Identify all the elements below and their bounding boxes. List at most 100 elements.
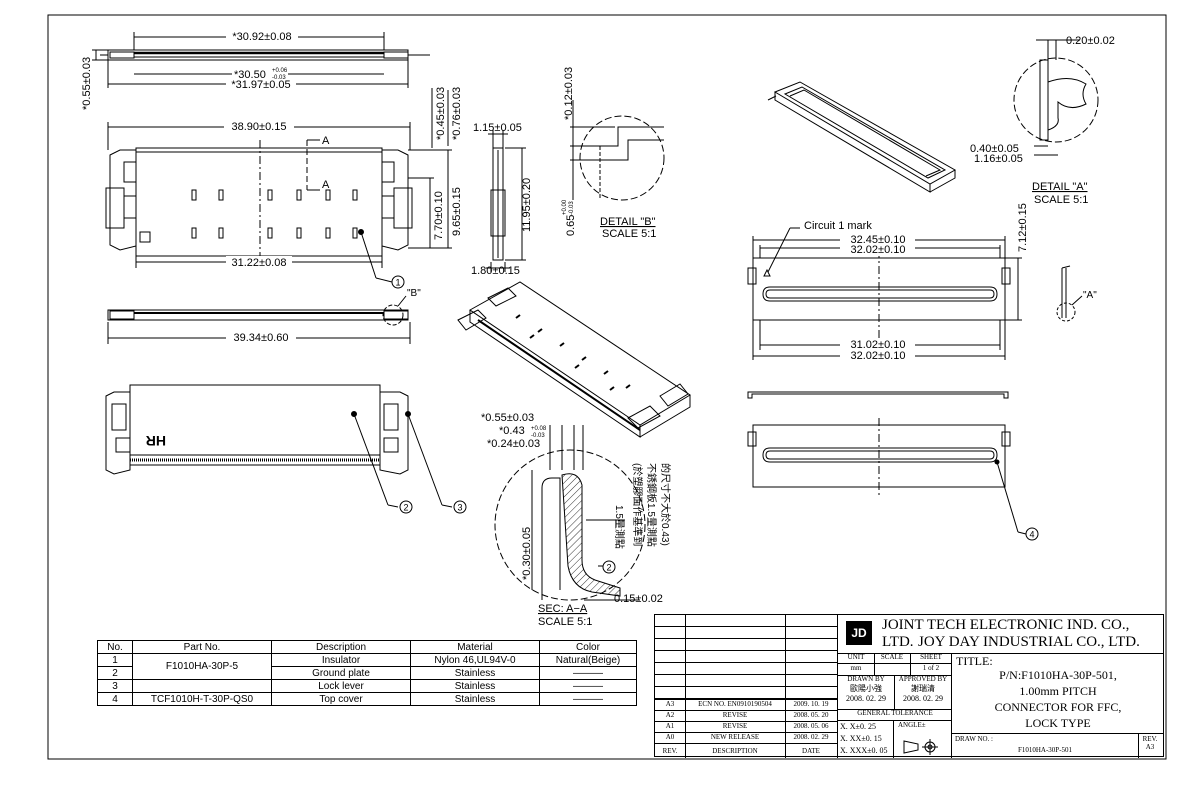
dim-right-w1: 32.45±0.10 — [851, 234, 906, 246]
drawn-by-label: DRAWN BY — [847, 675, 885, 683]
dim-sec-t1: *0.55±0.03 — [481, 412, 534, 424]
title-label: TITLE: — [956, 654, 993, 668]
approved-by-name: 謝瑞清 — [911, 684, 935, 693]
balloon-4 — [1025, 527, 1039, 541]
dim-bottom-length: 39.34±0.60 — [234, 332, 289, 344]
dim-front-h2: 9.65±0.15 — [451, 187, 463, 236]
projection-symbol-icon — [903, 739, 938, 755]
rev-cell: ECN NO. EN0910190504 — [698, 700, 772, 708]
unit-value: mm — [850, 664, 862, 672]
rev-col-desc: DESCRIPTION — [712, 747, 758, 755]
cn-note-3: 不銹鋼板1.5量測點 — [645, 463, 658, 547]
cn-note-4: 的尺寸不大於0.43) — [659, 463, 672, 546]
bom-col-material: Material — [410, 640, 540, 654]
table-row: 1 F1010HA-30P-5 Insulator Nylon 46,UL94V… — [97, 653, 637, 680]
rev-col-rev: REV. — [662, 747, 678, 755]
dim-side-w-bottom: 1.80±0.15 — [471, 265, 520, 277]
bom-cell: 4 — [97, 692, 133, 706]
dim-detail-a-2: 1.16±0.05 — [974, 153, 1023, 165]
label-section-a2: A — [322, 179, 330, 191]
dim-detail-a-1: 0.40±0.05 — [970, 143, 1019, 155]
dim-front-width: 38.90±0.15 — [232, 121, 287, 133]
dim-top-height: *0.55±0.03 — [81, 57, 93, 110]
balloon-2 — [399, 500, 413, 514]
dim-side-h: 11.95±0.20 — [521, 178, 533, 232]
sheet-border — [47, 14, 1167, 760]
bom-cell: 1 — [97, 653, 133, 667]
company-name-1: JOINT TECH ELECTRONIC IND. CO., LTD. — [882, 617, 1130, 650]
bom-col-desc: Description — [271, 640, 411, 654]
dim-top-length: *30.92±0.08 — [232, 31, 291, 43]
bom-col-no: No. — [97, 640, 133, 654]
bom-cell: TCF1010H-T-30P-QS0 — [132, 692, 272, 706]
rev-cell: 2008. 05. 06 — [793, 722, 829, 730]
balloon-2b-label: 2 — [606, 563, 611, 573]
bom-table: No. Part No. Description Material Color … — [97, 640, 637, 706]
bom-cell: 3 — [97, 679, 133, 693]
bom-cell: Stainless — [410, 666, 540, 680]
drawn-by-name: 歐陽小強 — [850, 684, 882, 693]
dim-detail-b-h2-tol-minus: -0.03 — [569, 201, 575, 215]
rev-value: A3 — [1145, 743, 1155, 751]
dim-right-h: 7.12±0.15 — [1017, 203, 1029, 252]
bom-cell: ——— — [539, 692, 637, 706]
bom-cell: Stainless — [410, 679, 540, 693]
cover-bottom-view — [747, 418, 1027, 535]
title-line-4: LOCK TYPE — [1025, 716, 1091, 730]
draw-no-value: F1010HA-30P-501 — [1017, 746, 1073, 754]
dim-detail-b-h2: 0.65 — [565, 215, 577, 236]
rev-area: REV. A3 — [1137, 733, 1163, 758]
cover-edge-view — [747, 391, 1009, 399]
dim-top-overall: *31.97±0.05 — [231, 79, 290, 91]
label-detail-a-scale: SCALE 5:1 — [1034, 194, 1088, 206]
sheet-value: 1 of 2 — [922, 664, 940, 672]
table-row: 4 TCF1010H-T-30P-QS0 Top cover Stainless… — [97, 692, 637, 706]
bom-cell: Lock lever — [271, 679, 411, 693]
bom-cell: ——— — [539, 666, 637, 680]
label-sec-aa: SEC: A−A — [538, 603, 588, 615]
dim-right-w2: 32.02±0.10 — [851, 244, 906, 256]
dim-side-thk-2: *0.76±0.03 — [451, 87, 463, 140]
rev-cell: REVISE — [722, 711, 748, 719]
bom-cell: ——— — [539, 679, 637, 693]
dim-detail-b-h2-tol-plus: +0.00 — [562, 199, 568, 215]
company-logo: JD — [846, 621, 872, 645]
rev-cell: A2 — [665, 711, 675, 719]
revision-row: A0 NEW RELEASE 2008. 02. 29 — [655, 732, 837, 744]
cn-note-2: (於塑膠面作基準到 — [631, 463, 644, 546]
tolerance-block: GENERAL TOLERANCE X. X±0. 25 X. XX±0. 15… — [837, 709, 952, 758]
table-row: 3 Lock lever Stainless ——— — [97, 679, 637, 693]
detail-b — [570, 100, 665, 201]
title-line-3: CONNECTOR FOR FFC, — [994, 700, 1122, 714]
rev-cell: REVISE — [722, 722, 748, 730]
bom-cell — [132, 679, 272, 693]
balloon-3-label: 3 — [457, 503, 462, 513]
iso-view-top-cover — [767, 81, 957, 193]
drawn-date: 2008. 02. 29 — [846, 694, 886, 703]
unit-label: UNIT — [838, 653, 874, 664]
rev-label: REV. — [1142, 735, 1158, 743]
dim-top-inner-tol-minus: -0.03 — [272, 75, 286, 81]
rev-cell: A0 — [665, 733, 675, 741]
bom-cell: Top cover — [271, 692, 411, 706]
revision-row: A2 REVISE 2008. 05. 20 — [655, 710, 837, 722]
rev-cell: A3 — [665, 700, 675, 708]
label-detail-a: DETAIL "A" — [1032, 181, 1088, 193]
bom-cell: Insulator — [271, 653, 411, 667]
dim-front-h1: 7.70±0.10 — [433, 191, 445, 240]
side-view — [486, 130, 526, 272]
bom-col-color: Color — [539, 640, 637, 654]
dim-side-w-top: 1.15±0.05 — [473, 122, 522, 134]
draw-no-label: DRAW NO. : — [955, 735, 994, 743]
label-sec-aa-scale: SCALE 5:1 — [538, 616, 592, 628]
dim-sec-t3: *0.24±0.03 — [487, 438, 540, 450]
title-area: TITLE: P/N:F1010HA-30P-501, 1.00mm PITCH… — [951, 653, 1164, 734]
dim-sec-t2-tol-plus: +0.08 — [531, 426, 547, 432]
drawn-approved: DRAWN BY 歐陽小強 2008. 02. 29 APPROVED BY 謝… — [837, 675, 952, 710]
tol-1: X. X±0. 25 — [840, 722, 876, 731]
bom-cell: F1010HA-30P-5 — [132, 653, 272, 680]
dim-detail-b-h1: *0.12±0.03 — [563, 67, 575, 120]
cn-note-1: 1.5量測點 — [613, 505, 626, 549]
balloon-2-label: 2 — [403, 503, 408, 513]
